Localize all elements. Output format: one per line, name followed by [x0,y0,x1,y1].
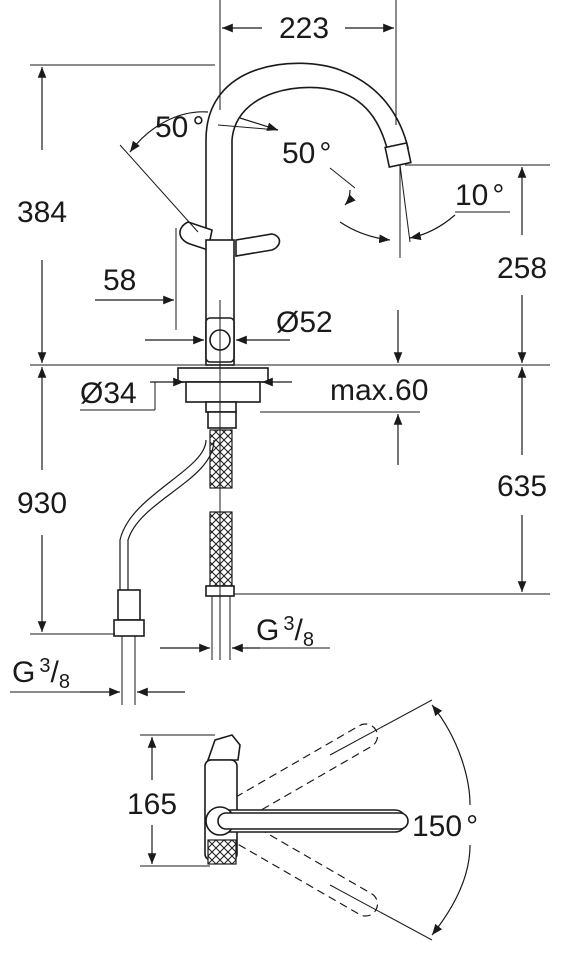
swivel-150-label: 150° [412,810,478,843]
pipe-nut [113,619,145,637]
top-view: 165 150° [127,699,478,941]
lever-right [235,233,281,257]
side-view: 223 384 50° 50° 10° 258 58 Ø52 [10,0,550,705]
angle-10-label: 10° [455,179,504,212]
mount-bottom [205,401,237,413]
pipe-fitting [117,589,141,621]
mount-nut [185,381,261,403]
angle-50-right-label: 50° [282,137,331,170]
mount-washer-top [177,367,269,383]
hose-lower [209,511,233,587]
lever-top [206,734,241,761]
angle-50-left-label: 50° [155,111,204,144]
supply-pipe [127,439,215,590]
diameter-34-label: Ø34 [80,377,137,410]
height-635-label: 635 [497,470,547,503]
hose-connector [207,411,237,429]
max-60-label: max.60 [330,374,428,407]
depth-165-label: 165 [127,788,177,821]
height-384-label: 384 [17,196,67,229]
hose-top [207,839,237,865]
width-223-label: 223 [279,12,329,45]
height-258-label: 258 [497,252,547,285]
aerator [384,141,412,169]
lever-left [179,221,213,252]
hose-upper [209,429,233,489]
diameter-52-label: Ø52 [276,306,333,339]
offset-58-label: 58 [103,264,136,297]
height-930-label: 930 [17,487,67,520]
